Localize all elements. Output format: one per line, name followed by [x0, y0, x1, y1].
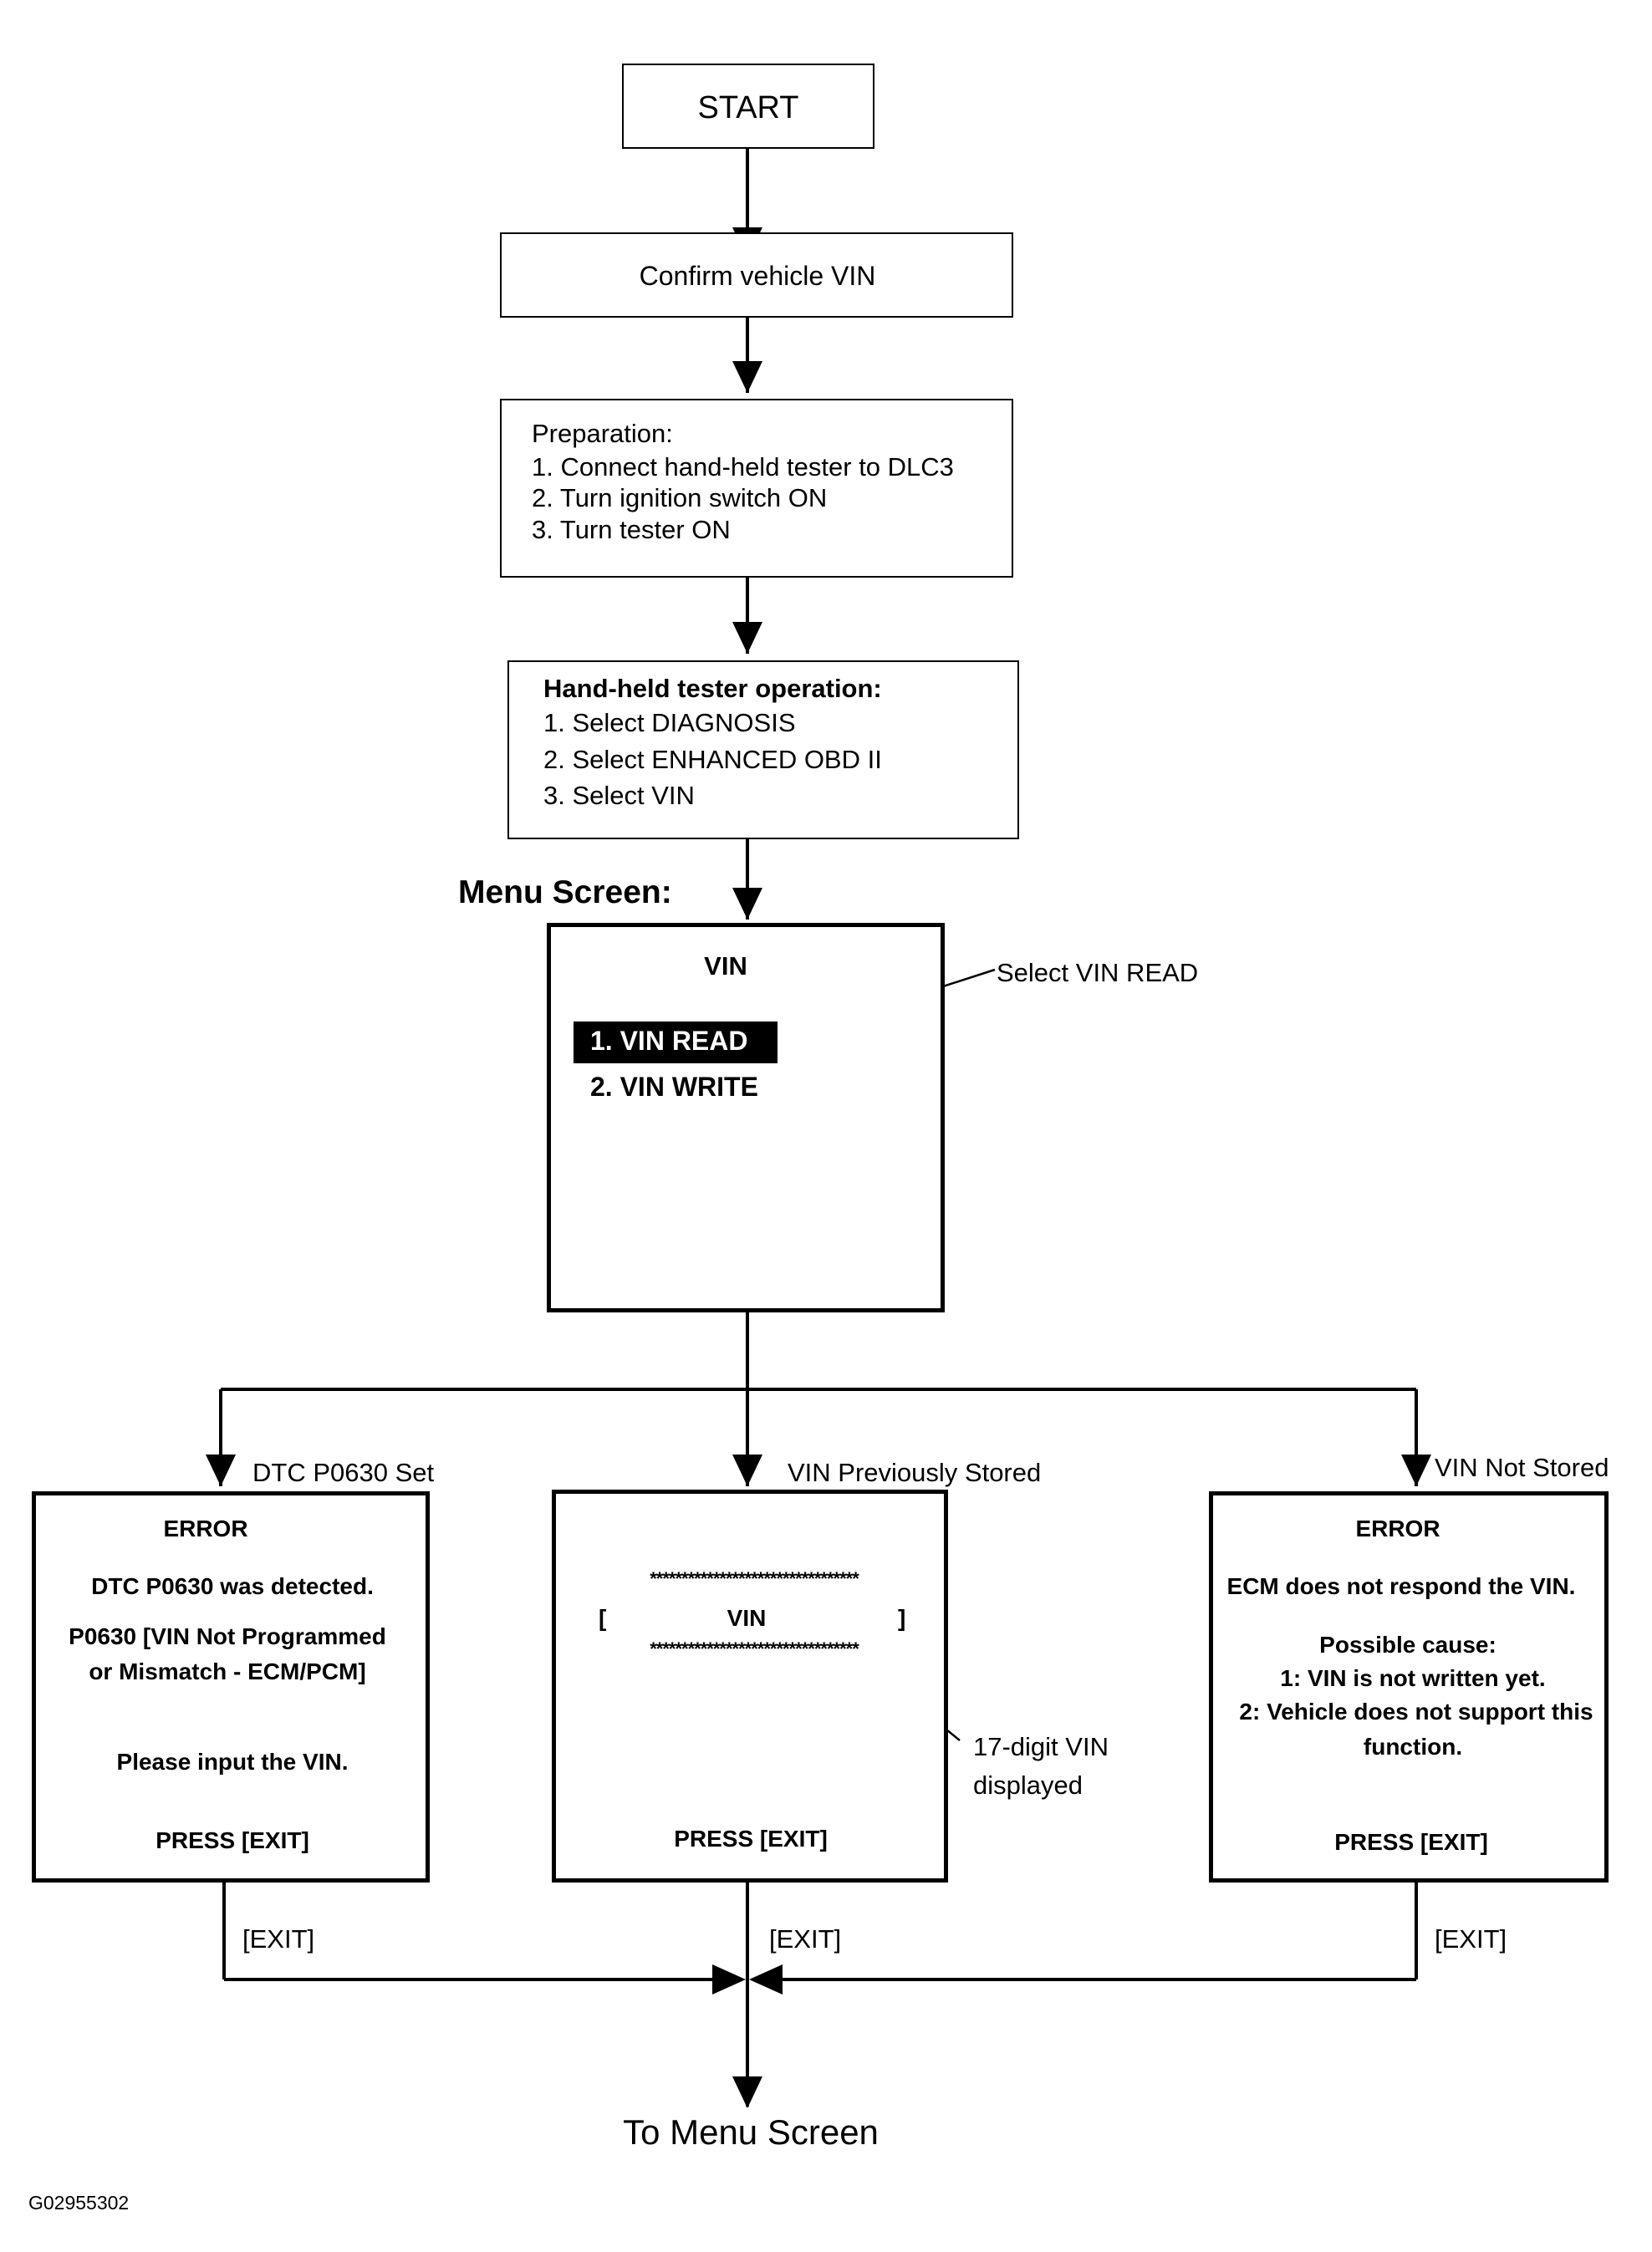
arrowhead	[732, 622, 762, 654]
menu-item-vin-read	[574, 1022, 778, 1063]
error-dtc-title: ERROR	[163, 1516, 248, 1541]
exit-label-right: [EXIT]	[1435, 1924, 1507, 1954]
error-ecm-line: function.	[1363, 1734, 1463, 1760]
arrowhead	[1401, 1455, 1431, 1486]
arrowhead	[732, 361, 762, 393]
branch-label-vin-not-stored: VIN Not Stored	[1435, 1453, 1609, 1482]
callout-vin-displayed: displayed	[973, 1771, 1083, 1800]
arrowhead	[206, 1455, 236, 1486]
vin-display-box	[552, 1490, 948, 1883]
error-ecm-line: ECM does not respond the VIN.	[1226, 1573, 1576, 1599]
vin-bracket-right: ]	[898, 1605, 906, 1631]
exit-label-middle: [EXIT]	[769, 1924, 842, 1954]
start-node	[622, 64, 874, 149]
preparation-step: 3. Turn tester ON	[532, 515, 731, 544]
tester-operation-step: 1. Select DIAGNOSIS	[543, 708, 796, 737]
tester-operation-step: 3. Select VIN	[543, 781, 695, 810]
arrowhead	[712, 1964, 746, 1995]
arrowhead	[749, 1964, 783, 1995]
menu-item-vin-read-label: 1. VIN READ	[590, 1026, 748, 1056]
menu-screen-title: VIN	[704, 951, 747, 981]
callout-select-vin-read: Select VIN READ	[997, 958, 1199, 987]
exit-label-left: [EXIT]	[242, 1924, 315, 1954]
arrowhead	[732, 1455, 762, 1486]
arrowhead	[732, 888, 762, 920]
vin-value: VIN	[727, 1605, 767, 1631]
vin-stars-top: *********************************	[650, 1568, 859, 1589]
error-dtc-line: DTC P0630 was detected.	[91, 1573, 374, 1599]
error-dtc-line: or Mismatch - ECM/PCM]	[89, 1658, 366, 1684]
error-ecm-box	[1209, 1491, 1609, 1883]
arrowhead	[732, 2076, 762, 2108]
start-label: START	[697, 90, 799, 125]
branch-label-vin-stored: VIN Previously Stored	[788, 1458, 1042, 1487]
branch-label-dtc-set: DTC P0630 Set	[252, 1458, 435, 1487]
error-dtc-box	[32, 1491, 430, 1883]
error-ecm-line: 1: VIN is not written yet.	[1280, 1665, 1546, 1691]
figure-id: G02955302	[28, 2192, 130, 2214]
preparation-step: 2. Turn ignition switch ON	[532, 483, 828, 512]
error-dtc-line: Please input the VIN.	[116, 1749, 349, 1775]
menu-item-vin-write-label: 2. VIN WRITE	[590, 1072, 758, 1102]
tester-operation-step: 2. Select ENHANCED OBD II	[543, 745, 882, 774]
menu-screen-heading: Menu Screen:	[458, 874, 672, 910]
error-ecm-line: 2: Vehicle does not support this	[1239, 1699, 1593, 1725]
error-ecm-title: ERROR	[1355, 1516, 1440, 1541]
vin-stars-bottom: *********************************	[650, 1638, 859, 1659]
error-ecm-footer: PRESS [EXIT]	[1334, 1829, 1488, 1855]
tester-operation-title: Hand-held tester operation:	[543, 674, 882, 703]
vin-bracket-left: [	[599, 1605, 607, 1631]
error-dtc-footer: PRESS [EXIT]	[156, 1827, 309, 1853]
tester-operation-box	[507, 660, 1019, 839]
confirm-vin-box	[500, 232, 1013, 318]
error-dtc-line: P0630 [VIN Not Programmed	[69, 1623, 386, 1649]
callout-vin-digits: 17-digit VIN	[973, 1732, 1109, 1761]
error-ecm-line: Possible cause:	[1319, 1632, 1496, 1658]
menu-screen-box	[547, 923, 945, 1312]
vin-display-footer: PRESS [EXIT]	[674, 1826, 828, 1852]
to-menu-screen-label: To Menu Screen	[623, 2112, 879, 2152]
preparation-step: 1. Connect hand-held tester to DLC3	[532, 452, 954, 481]
preparation-box	[500, 399, 1013, 578]
preparation-title: Preparation:	[532, 419, 673, 448]
confirm-vin-label: Confirm vehicle VIN	[639, 261, 876, 291]
